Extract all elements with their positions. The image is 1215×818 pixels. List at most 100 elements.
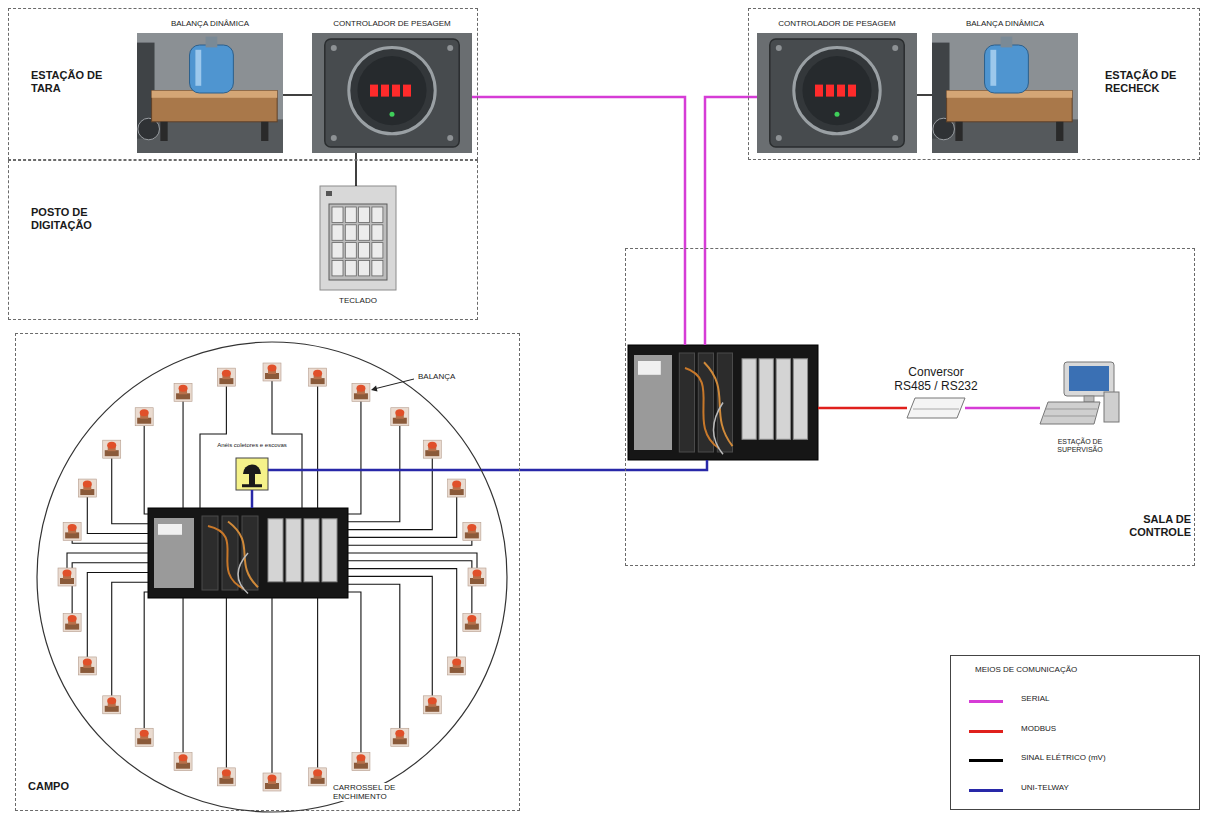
computer-picture <box>1040 362 1119 424</box>
keypad-badge <box>326 191 332 196</box>
machine-wheel <box>933 118 955 140</box>
keypad: TECLADO <box>320 186 396 290</box>
legend-title: MEIOS DE COMUNICAÇÃO <box>975 665 1077 674</box>
scale-icon-body <box>453 662 461 668</box>
device-label: CARROSSEL DE ENCHIMENTO <box>333 783 399 801</box>
keypad-key <box>332 225 343 241</box>
display-dial <box>794 47 880 133</box>
device-label: CONTROLADOR DE PESAGEM <box>312 19 472 28</box>
scale-icon-body <box>396 733 404 739</box>
scale-icon-base <box>176 763 190 769</box>
legend-text: SERIAL <box>1021 694 1049 703</box>
scale-icon-base <box>465 532 479 538</box>
legend-swatch <box>969 759 1003 762</box>
control-plc-rack <box>628 345 818 460</box>
scale-icon-lamp <box>395 409 404 416</box>
display-digit <box>815 85 823 97</box>
communication-line <box>355 153 357 186</box>
scale-icon-frame <box>58 568 76 586</box>
scale-icon-lamp <box>68 524 77 531</box>
scale-icon-frame <box>352 383 370 401</box>
scale-icon-base <box>176 393 190 399</box>
region-label: POSTO DE DIGITAÇÃO <box>31 206 111 231</box>
slip-ring-dome <box>243 464 261 474</box>
scale-icon-lamp <box>467 615 476 622</box>
scale-icon-lamp <box>83 481 92 488</box>
scale-icon-lamp <box>63 570 72 577</box>
scale-icon <box>309 368 327 386</box>
scale-icon-frame <box>103 440 121 458</box>
io-card <box>322 519 337 582</box>
station-region: ESTAÇÃO DE RECHECKCONTROLADOR DE PESAGEM… <box>748 8 1200 160</box>
scale-icon-frame <box>463 522 481 540</box>
scale-icon <box>135 408 153 426</box>
scale-icons <box>58 363 486 791</box>
carousel-outline <box>37 342 507 812</box>
region-label: SALA DE CONTROLE <box>1109 513 1191 538</box>
signal-wire <box>144 426 148 514</box>
legend-swatch <box>969 700 1003 703</box>
scale-icon-body <box>314 773 322 779</box>
keypad-key <box>359 207 370 223</box>
photo-floor <box>137 119 283 153</box>
scale-icon-body <box>108 701 116 707</box>
scale-icon <box>103 440 121 458</box>
display-window <box>357 56 426 125</box>
scale-icon-frame <box>217 368 235 386</box>
scale-icon-frame <box>391 728 409 746</box>
signal-wire <box>183 401 184 508</box>
signal-wire <box>348 553 477 568</box>
rack-body <box>148 508 348 598</box>
keypad-key <box>332 207 343 223</box>
scale-icon-lamp <box>268 775 277 782</box>
scale-icon-frame <box>309 768 327 786</box>
io-module <box>698 353 713 452</box>
housing-bolt <box>776 45 782 51</box>
signal-wire <box>348 592 361 753</box>
scale-icon-lamp <box>222 769 231 776</box>
scale-icon-frame <box>103 696 121 714</box>
housing-bolt <box>892 45 898 51</box>
region-label: CAMPO <box>28 780 108 793</box>
scale-icon-lamp <box>140 409 149 416</box>
monitor-stand <box>1084 396 1094 402</box>
controller-housing <box>770 39 904 147</box>
housing-bolt <box>331 135 337 141</box>
scale-icon-lamp <box>313 769 322 776</box>
scale-icon-body <box>179 758 187 764</box>
scale-icon-lamp <box>452 481 461 488</box>
signal-wire <box>112 582 148 696</box>
io-card <box>286 519 301 582</box>
controller-housing <box>325 39 459 147</box>
scale-icon-body <box>453 484 461 490</box>
scale-icon-lamp <box>356 385 365 392</box>
scale-icon-frame <box>352 753 370 771</box>
scale-icon-body <box>222 773 230 779</box>
machine-frame <box>137 43 155 139</box>
signal-wire <box>348 569 457 657</box>
scale-icon-lamp <box>107 697 116 704</box>
scale-icon-base <box>80 489 94 495</box>
slip-ring-base <box>242 484 262 487</box>
scale-icon-base <box>311 778 325 784</box>
signal-wire <box>87 573 148 657</box>
grey-cable <box>714 403 724 455</box>
scale-icon-frame <box>78 657 96 675</box>
scale-icon-base <box>470 578 484 584</box>
carousel-outline-layer <box>36 341 508 813</box>
display-digit <box>837 85 845 97</box>
plc-rack-picture <box>148 508 348 598</box>
weighing-controller-photo <box>312 33 472 153</box>
keypad-plate <box>329 204 387 280</box>
converter-body <box>907 398 965 418</box>
scale-icon-frame <box>135 408 153 426</box>
protocol-converter: Conversor RS485 / RS232 <box>907 398 965 418</box>
scale-icon-frame <box>423 696 441 714</box>
scale-icon-body <box>268 778 276 784</box>
dynamic-scale-photo <box>932 33 1078 153</box>
scale-icon-frame <box>263 773 281 791</box>
communication-line <box>268 460 707 470</box>
scale-icon-body <box>63 573 71 579</box>
filling-carousel: CARROSSEL DE ENCHIMENTOAnéis coletores e… <box>36 341 508 813</box>
